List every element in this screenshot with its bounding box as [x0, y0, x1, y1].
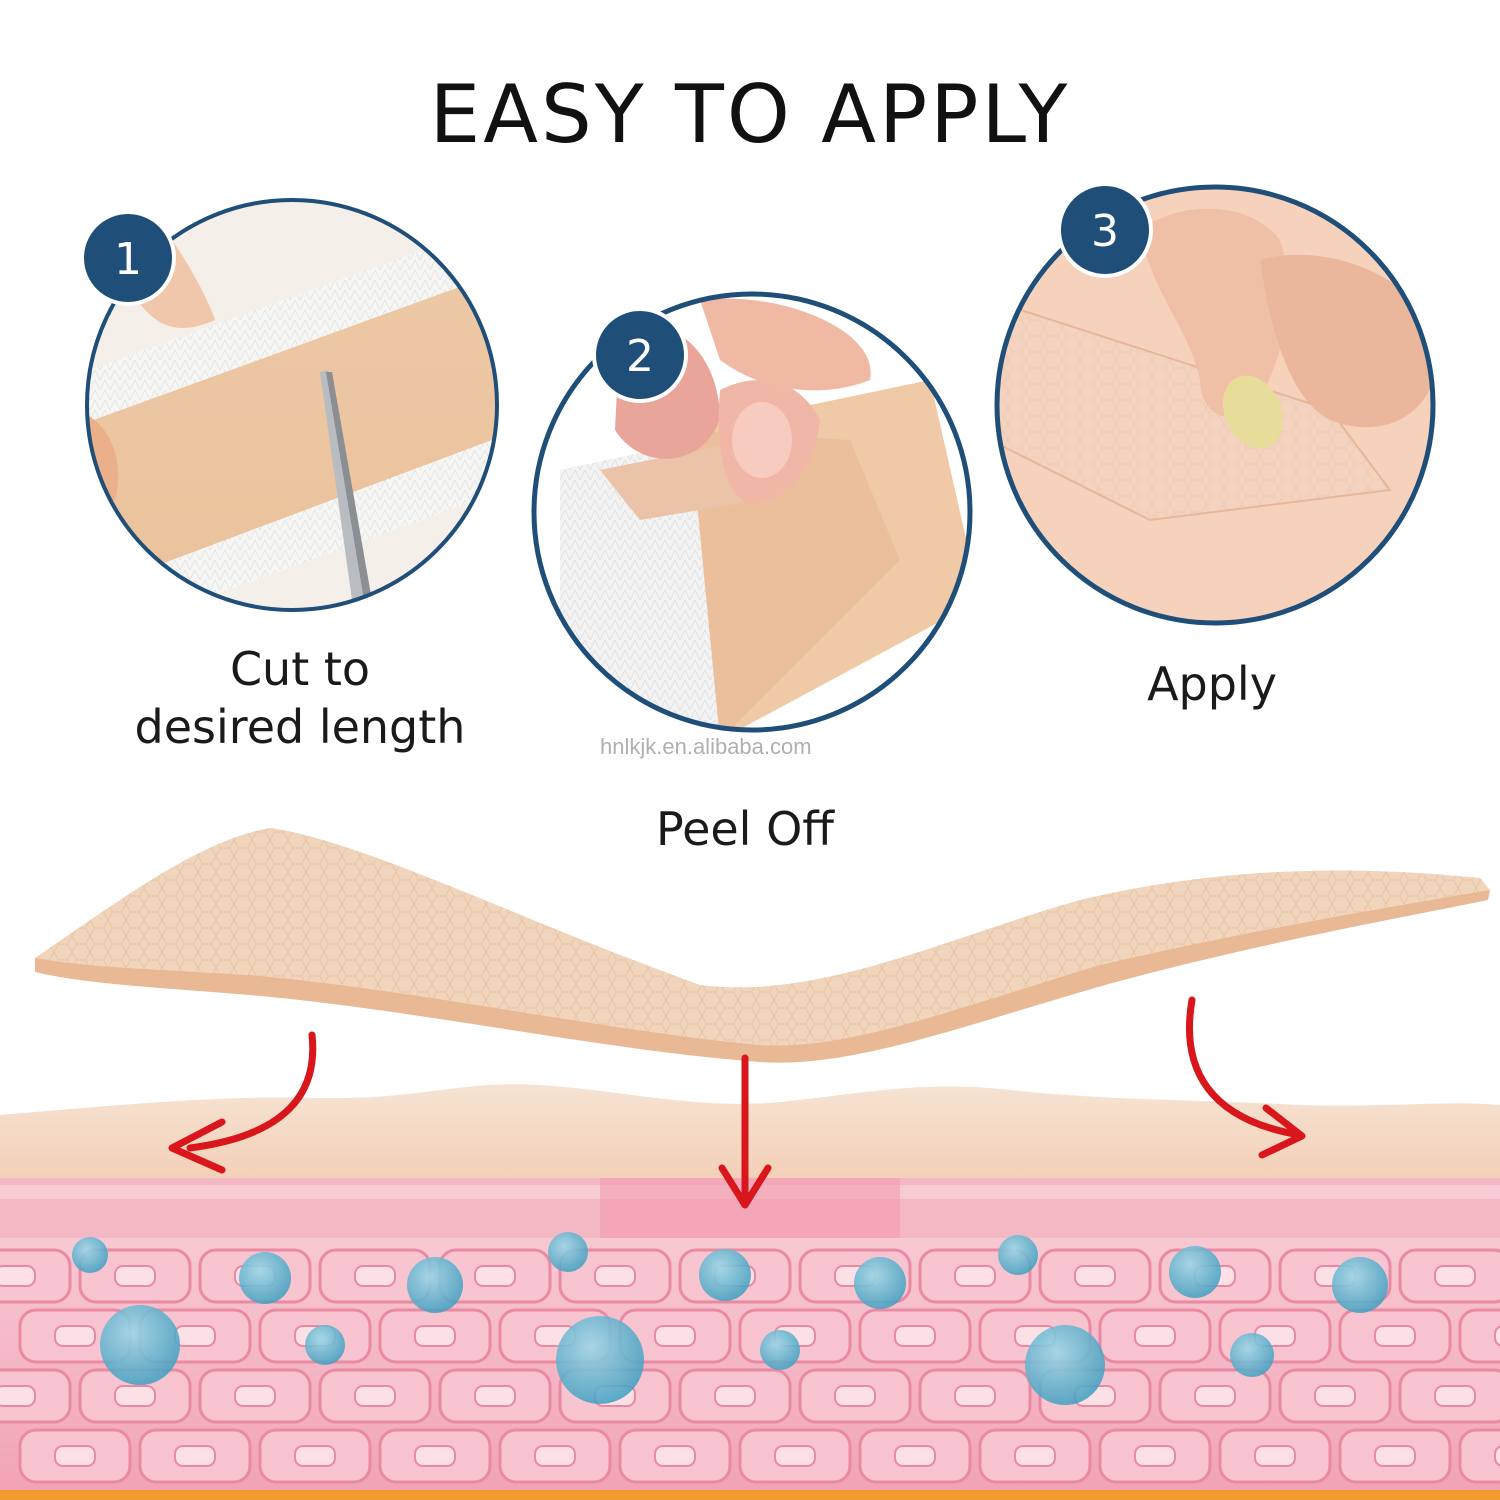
step-1-label: Cut to desired length [134, 642, 466, 754]
step-3-number: 3 [1091, 206, 1119, 257]
cell-nucleus [414, 1325, 456, 1347]
cell-nucleus [1134, 1445, 1176, 1467]
cell-nucleus [1494, 1325, 1500, 1347]
cell-nucleus [174, 1445, 216, 1467]
step-1-number: 1 [114, 234, 142, 285]
cell-nucleus [0, 1265, 36, 1287]
water-droplet [548, 1232, 588, 1272]
water-droplet [556, 1316, 644, 1404]
droplets [72, 1232, 1388, 1405]
water-droplet [1169, 1246, 1221, 1298]
cell-nucleus [654, 1325, 696, 1347]
cell-nucleus [894, 1445, 936, 1467]
cell-nucleus [1494, 1445, 1500, 1467]
cell-nucleus [1434, 1385, 1476, 1407]
tissue-cell [1458, 1308, 1500, 1364]
water-droplet [239, 1252, 291, 1304]
cell-nucleus [774, 1445, 816, 1467]
step-2-label: Peel Off [655, 802, 834, 856]
cell-nucleus [294, 1445, 336, 1467]
watermark: hnlkjk.en.alibaba.com [600, 734, 812, 759]
water-droplet [1025, 1325, 1105, 1405]
cell-nucleus [1374, 1445, 1416, 1467]
cell-nucleus [654, 1445, 696, 1467]
water-droplet [699, 1249, 751, 1301]
cell-nucleus [1134, 1325, 1176, 1347]
water-droplet [1230, 1333, 1274, 1377]
silicone-patch [35, 828, 1490, 1063]
cell-nucleus [1374, 1325, 1416, 1347]
water-droplet [100, 1305, 180, 1385]
arrow-left-curve-icon [168, 1031, 317, 1174]
skin-cross-section [0, 1084, 1500, 1500]
cell-nucleus [1194, 1385, 1236, 1407]
cell-nucleus [954, 1265, 996, 1287]
water-droplet [998, 1235, 1038, 1275]
cell-nucleus [714, 1385, 756, 1407]
step-3-label: Apply [1147, 657, 1277, 711]
cell-nucleus [1254, 1445, 1296, 1467]
cell-nucleus [414, 1445, 456, 1467]
cell-nucleus [1074, 1265, 1116, 1287]
water-droplet [407, 1257, 463, 1313]
water-droplet [854, 1257, 906, 1309]
step-1-photo [85, 198, 499, 612]
tissue-cell [1458, 1428, 1500, 1484]
water-droplet [760, 1330, 800, 1370]
step-2-number: 2 [626, 331, 654, 382]
bottom-bar [0, 1490, 1500, 1500]
cell-nucleus [0, 1385, 36, 1407]
step-3-badge: 3 [1057, 182, 1153, 278]
water-droplet [305, 1325, 345, 1365]
step-2-badge: 2 [592, 307, 688, 403]
cell-nucleus [114, 1385, 156, 1407]
cell-nucleus [54, 1445, 96, 1467]
cell-nucleus [354, 1385, 396, 1407]
water-droplet [72, 1237, 108, 1273]
cell-nucleus [894, 1325, 936, 1347]
arrow-right-curve-icon [1185, 996, 1306, 1159]
cell-nucleus [474, 1265, 516, 1287]
step-3-photo [994, 184, 1436, 626]
cell-nucleus [234, 1385, 276, 1407]
cell-nucleus [834, 1385, 876, 1407]
cell-nucleus [354, 1265, 396, 1287]
page-title: EASY TO APPLY [429, 68, 1071, 161]
cell-nucleus [174, 1325, 216, 1347]
cell-nucleus [534, 1445, 576, 1467]
water-droplet [1332, 1257, 1388, 1313]
cell-nucleus [1434, 1265, 1476, 1287]
scissors-icon [320, 370, 374, 610]
cell-nucleus [1314, 1385, 1356, 1407]
cell-nucleus [474, 1385, 516, 1407]
step-1-badge: 1 [80, 210, 176, 306]
arrow-down-icon [718, 1054, 772, 1209]
cell-nucleus [954, 1385, 996, 1407]
cell-nucleus [594, 1265, 636, 1287]
cell-nucleus [114, 1265, 156, 1287]
cell-nucleus [54, 1325, 96, 1347]
cell-nucleus [1014, 1445, 1056, 1467]
